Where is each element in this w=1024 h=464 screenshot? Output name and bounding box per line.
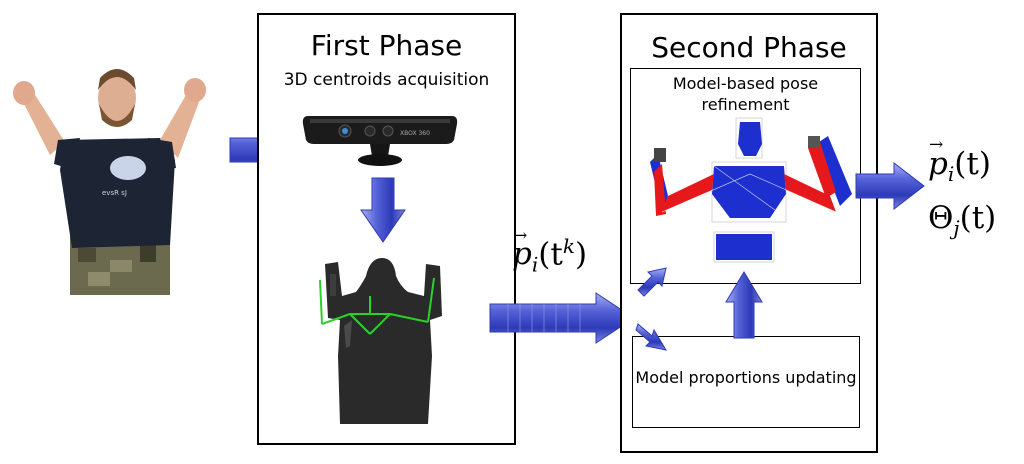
second-phase-title: Second Phase [651, 31, 847, 64]
input-centroids-label: pi(tk) [512, 226, 588, 277]
arrow-to-pose-refinement [637, 267, 667, 297]
input-arg-close: ) [574, 236, 588, 273]
output-arg: (t) [954, 146, 991, 182]
output-angles-label: Θj(t) [928, 200, 996, 240]
arrow-updating-to-refinement [725, 271, 763, 339]
theta-symbol: Θ [928, 200, 954, 236]
arrow-kinect-to-silhouette [360, 177, 406, 243]
arrow-to-proportions-updating [635, 323, 668, 351]
output-vec-subscript: i [947, 162, 955, 187]
input-vec-symbol: p [512, 236, 532, 273]
input-arg-superscript: k [562, 234, 575, 258]
pose-refinement-label: Model-based pose refinement [672, 74, 819, 114]
proportions-updating-box: Model proportions updating [632, 336, 860, 428]
input-arg: (t [538, 236, 563, 273]
first-phase-subtitle: 3D centroids acquisition [283, 70, 490, 90]
arrow-to-output [855, 161, 925, 211]
output-vec-symbol: p [928, 146, 948, 182]
kinect-sensor-image: XBOX 360 [302, 116, 458, 166]
theta-subscript: j [953, 216, 960, 241]
depth-silhouette-image [319, 258, 442, 424]
proportions-updating-label: Model proportions updating [635, 368, 857, 387]
arrow-first-to-second-phase [489, 292, 635, 344]
svg-text:XBOX 360: XBOX 360 [400, 130, 430, 137]
theta-arg: (t) [959, 200, 997, 236]
output-centroids-label: pi(t) [928, 135, 991, 187]
person-photo: evsR sJ [13, 69, 206, 295]
svg-text:evsR sJ: evsR sJ [102, 189, 127, 197]
body-model-image [650, 117, 852, 263]
input-vec-subscript: i [531, 252, 539, 277]
first-phase-title: First Phase [310, 29, 463, 62]
